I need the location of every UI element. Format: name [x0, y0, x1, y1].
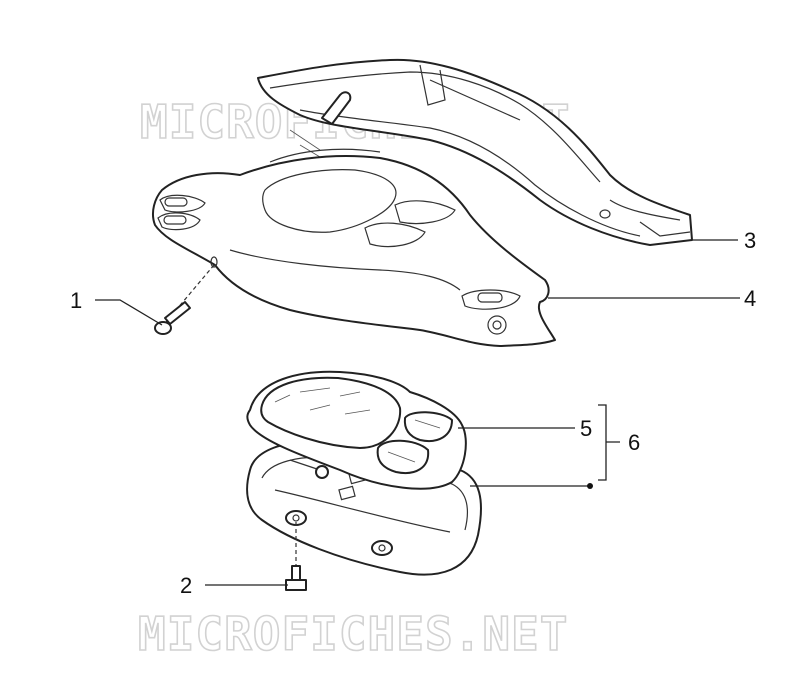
callout-5: 5: [580, 416, 592, 441]
watermark-bottom: MICROFICHES.NET: [138, 607, 568, 661]
part-5-lens-cover: [246, 370, 467, 490]
callout-3: 3: [744, 228, 756, 253]
part-3-rear-cover: [257, 58, 693, 246]
callout-6: 6: [628, 430, 640, 455]
callout-1: 1: [70, 288, 82, 313]
leader-1: [95, 299, 163, 326]
bracket-5-6: [598, 404, 620, 481]
callout-4: 4: [744, 286, 756, 311]
callout-2: 2: [180, 573, 192, 598]
part-4-front-cover: [152, 148, 556, 347]
part-2-screw: [285, 522, 307, 591]
part-1-screw: [154, 264, 215, 335]
leader-dot: [587, 483, 593, 489]
